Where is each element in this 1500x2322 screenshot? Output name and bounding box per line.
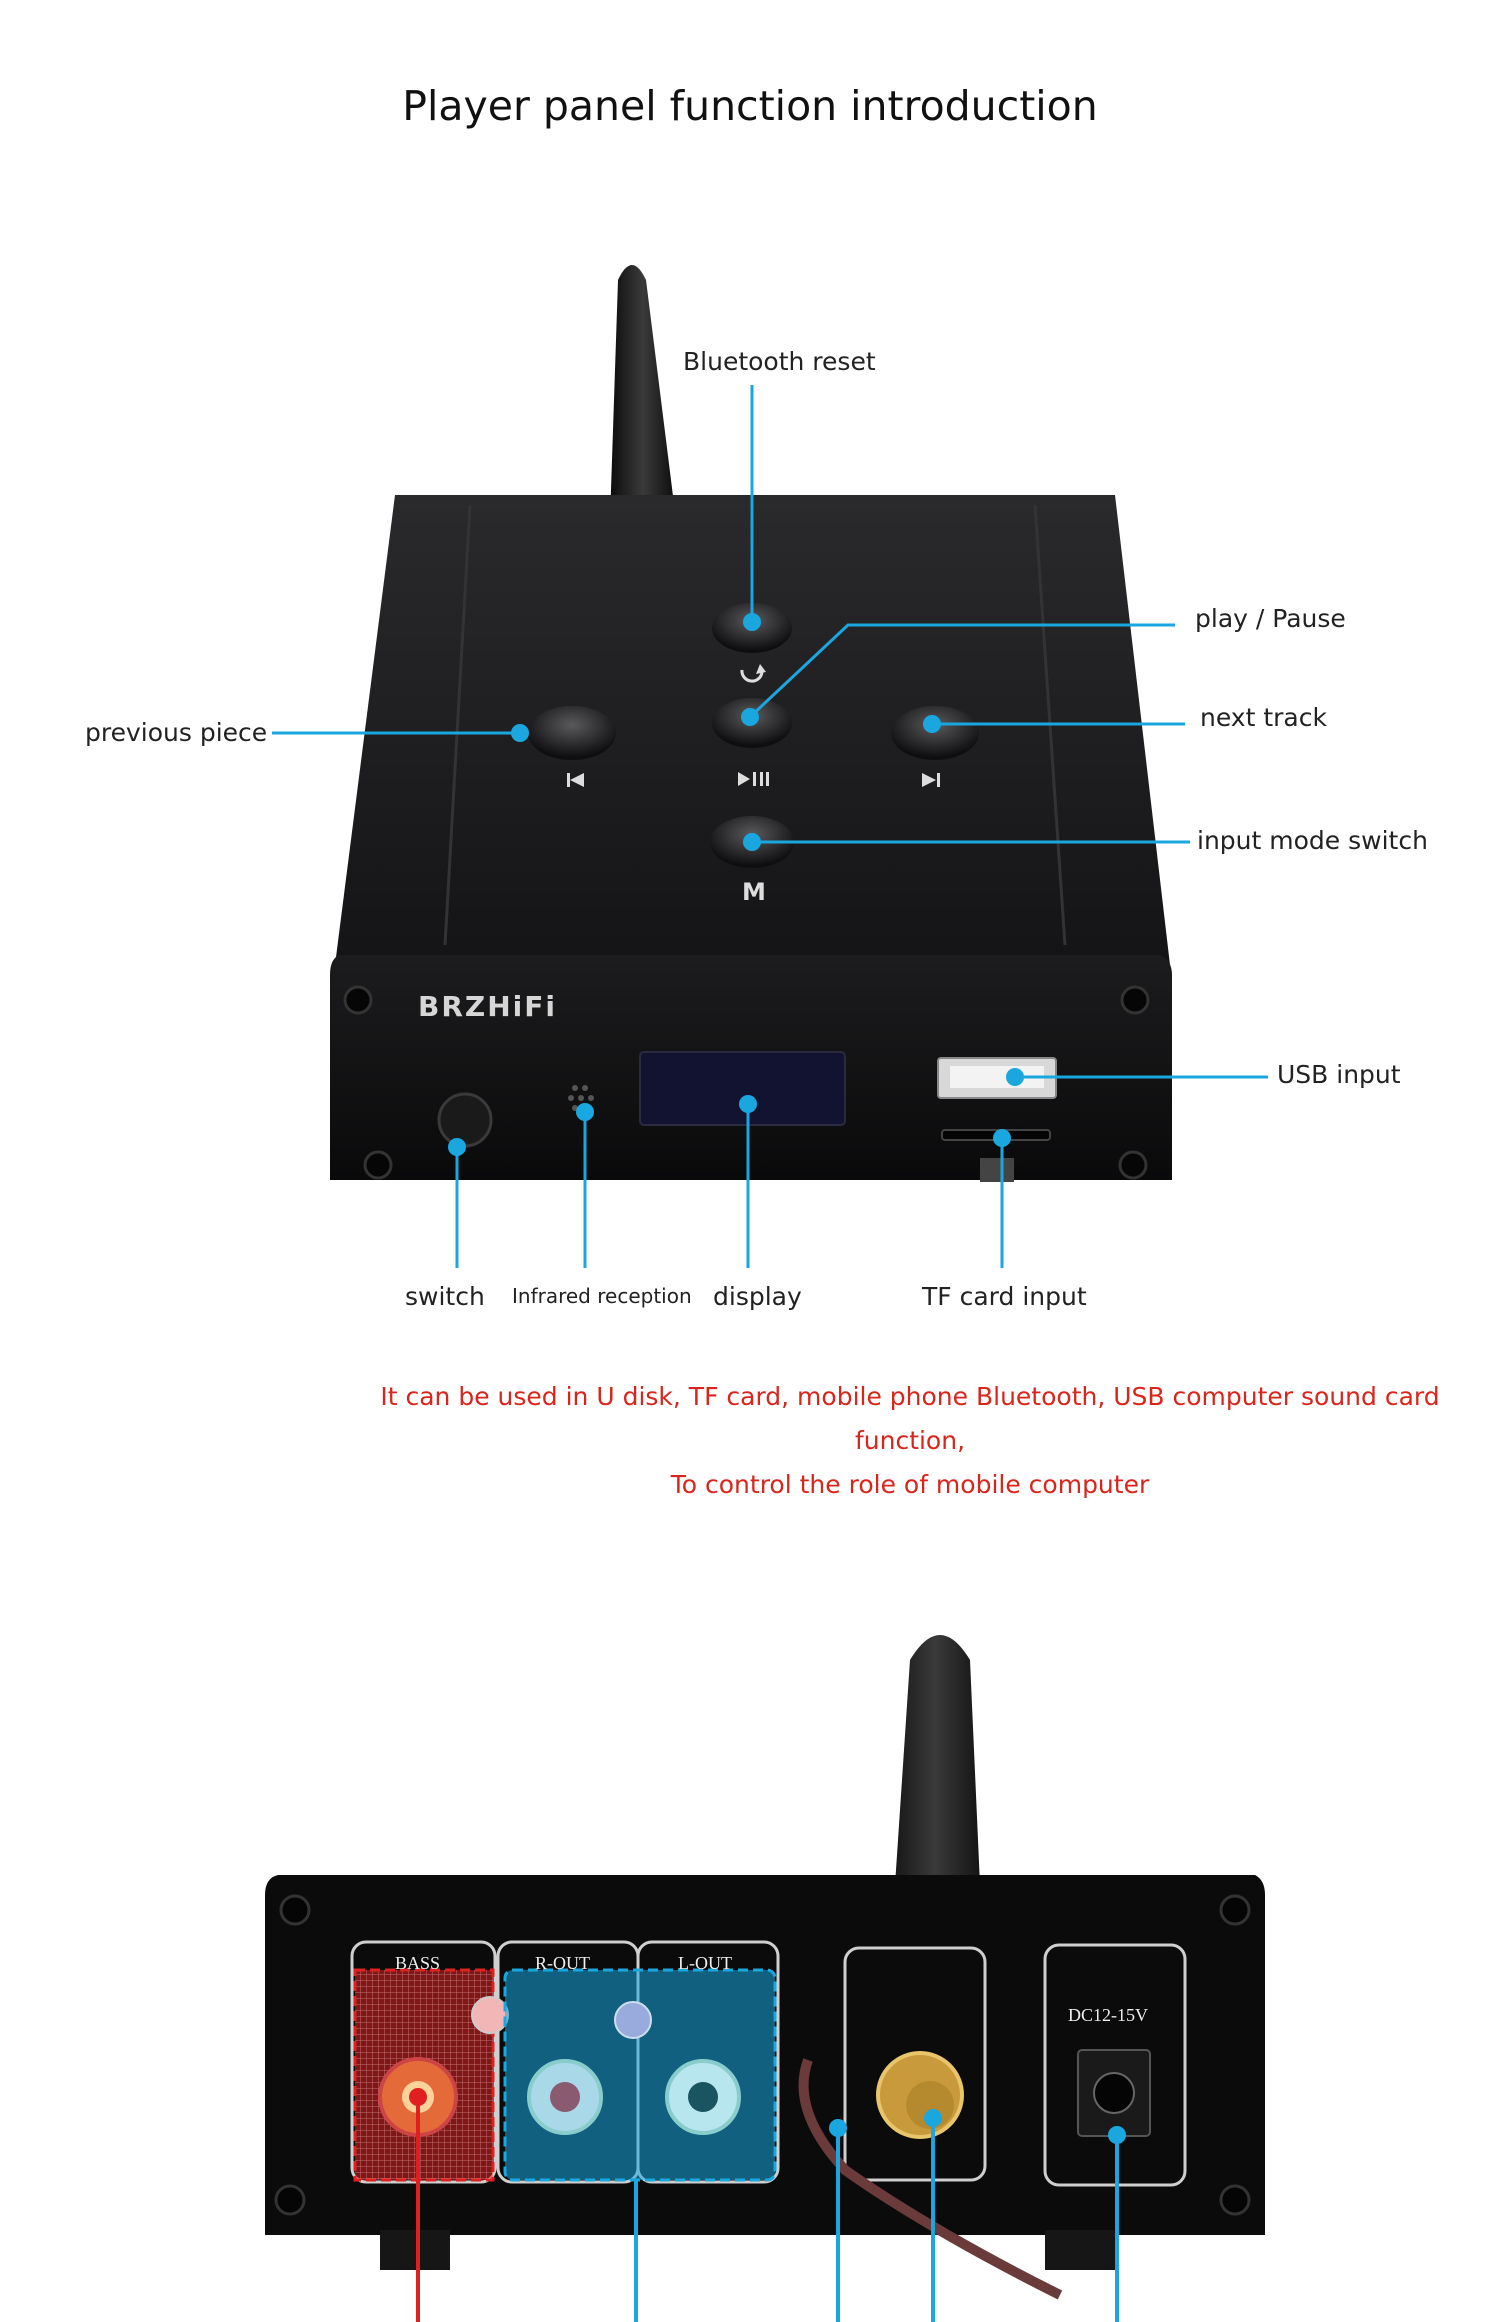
rear-callouts — [416, 2097, 1126, 2322]
label-infrared-reception: Infrared reception — [512, 1284, 692, 1308]
feature-note-line2: To control the role of mobile computer — [670, 1470, 1150, 1499]
brand-logo: BRZHiFi — [418, 990, 557, 1023]
rear-bass-label: BASS — [395, 1953, 441, 1973]
label-switch: switch — [405, 1282, 485, 1311]
top-buttons — [528, 603, 979, 868]
label-display: display — [713, 1282, 802, 1311]
label-usb-input: USB input — [1277, 1060, 1401, 1089]
label-input-mode-switch: input mode switch — [1197, 826, 1428, 855]
front-callouts — [272, 385, 1268, 1268]
antenna — [610, 265, 676, 520]
label-previous-piece: previous piece — [85, 718, 268, 747]
label-next-track: next track — [1200, 703, 1327, 732]
label-play-pause: play / Pause — [1195, 604, 1346, 633]
label-tf-card-input: TF card input — [922, 1282, 1087, 1311]
device-rear-panel — [265, 1875, 1265, 2300]
feature-note: It can be used in U disk, TF card, mobil… — [330, 1375, 1490, 1507]
label-bluetooth-reset: Bluetooth reset — [683, 347, 876, 376]
rear-lout-label: L-OUT — [678, 1953, 732, 1973]
rear-rout-label: R-OUT — [535, 1953, 590, 1973]
page-title: Player panel function introduction — [402, 82, 1098, 130]
mode-button-symbol: M — [742, 878, 766, 906]
feature-note-line1: It can be used in U disk, TF card, mobil… — [380, 1382, 1440, 1455]
rear-dc-label: DC12-15V — [1068, 2005, 1148, 2025]
